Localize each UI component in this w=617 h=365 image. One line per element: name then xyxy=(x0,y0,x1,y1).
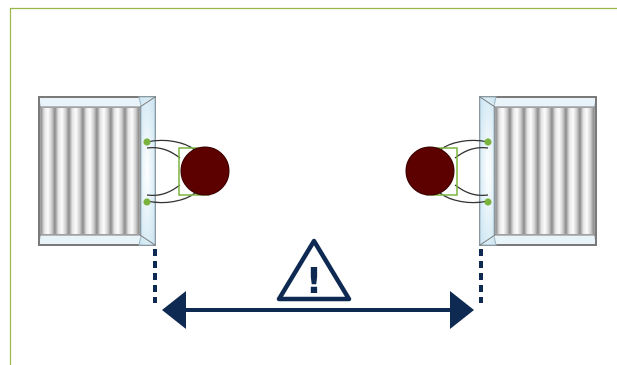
warning-triangle-icon: ! xyxy=(276,238,352,302)
control-dot xyxy=(143,138,151,146)
double-headed-arrow-icon xyxy=(162,291,474,329)
operator-right xyxy=(405,138,492,206)
control-dot xyxy=(484,138,492,146)
warning-symbol: ! xyxy=(306,261,322,302)
machine-icon xyxy=(41,108,139,234)
machine-left xyxy=(38,96,156,246)
operator-left xyxy=(143,138,230,206)
person-topdown-icon xyxy=(180,146,230,196)
machine-icon xyxy=(496,108,594,234)
person-topdown-icon xyxy=(405,146,455,196)
control-dot xyxy=(143,198,151,206)
control-dot xyxy=(484,198,492,206)
dimension-extension-lines xyxy=(153,249,483,303)
frame-border xyxy=(9,7,617,365)
machine-right xyxy=(479,96,597,246)
